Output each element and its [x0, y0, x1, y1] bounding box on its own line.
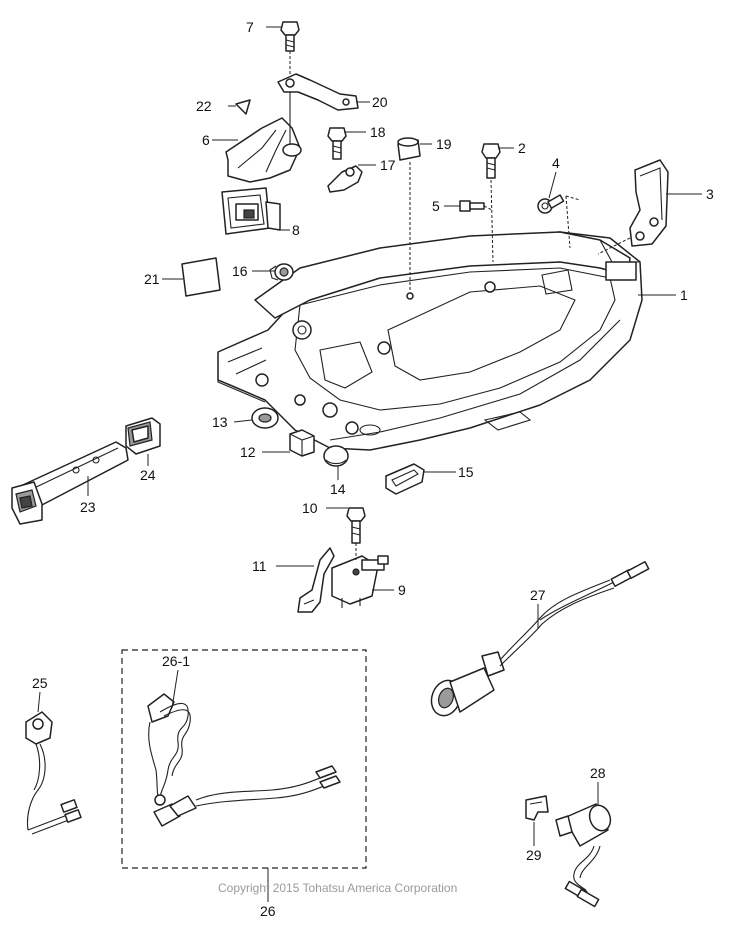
callout-17: 17 [380, 157, 396, 173]
callout-27: 27 [530, 587, 546, 603]
handle-cap-24 [125, 417, 161, 455]
callout-21: 21 [144, 271, 160, 287]
callout-7: 7 [246, 19, 254, 35]
callout-23: 23 [80, 499, 96, 515]
bracket-3 [597, 159, 669, 255]
callout-12: 12 [240, 444, 256, 460]
callout-16: 16 [232, 263, 248, 279]
bracket-arm-20 [277, 73, 359, 144]
callout-14: 14 [330, 481, 346, 497]
kill-switch-25 [25, 711, 82, 835]
callout-15: 15 [458, 464, 474, 480]
callout-26: 26 [260, 903, 276, 919]
lanyard-26-1 [147, 693, 191, 806]
callout-11: 11 [252, 558, 267, 574]
callout-5: 5 [432, 198, 440, 214]
callout-8: 8 [292, 222, 300, 238]
callout-29: 29 [526, 847, 542, 863]
callout-2: 2 [518, 140, 526, 156]
callout-28: 28 [590, 765, 606, 781]
bottom-cowl [217, 231, 643, 451]
switch-9 [331, 555, 389, 608]
handle-23 [11, 441, 129, 525]
grommet-16 [269, 263, 294, 281]
seal-15 [385, 463, 425, 495]
grommet-12 [289, 429, 315, 457]
callout-labels: 7 22 20 6 18 19 2 17 4 3 5 8 16 21 1 13 … [32, 19, 714, 919]
wedge-22 [235, 99, 251, 115]
bolt-10 [346, 507, 366, 560]
screw-5 [459, 200, 493, 212]
cap-19 [397, 137, 421, 300]
bolt-18 [327, 127, 347, 160]
cover-6 [225, 117, 302, 183]
plug-14 [323, 445, 349, 467]
grommet-13 [251, 407, 279, 429]
clamp-17 [327, 165, 363, 193]
emergency-switch-28 [555, 803, 612, 908]
clip-29 [525, 795, 549, 821]
callout-9: 9 [398, 582, 406, 598]
callout-3: 3 [706, 186, 714, 202]
callout-4: 4 [552, 155, 560, 171]
callout-18: 18 [370, 124, 386, 140]
callout-20: 20 [372, 94, 388, 110]
stop-switch-27 [430, 561, 650, 717]
copyright-notice: Copyright 2015 Tohatsu America Corporati… [218, 881, 457, 895]
callout-26-1: 26-1 [162, 653, 190, 669]
callout-13: 13 [212, 414, 228, 430]
callout-22: 22 [196, 98, 212, 114]
label-21 [181, 257, 221, 297]
leader-lines [37, 26, 702, 902]
bolt-7 [280, 21, 300, 74]
callout-24: 24 [140, 467, 156, 483]
switch-harness-26 [153, 765, 341, 827]
clip-11 [297, 547, 335, 613]
kit-26-box [121, 649, 367, 869]
callout-25: 25 [32, 675, 48, 691]
callout-19: 19 [436, 136, 452, 152]
callout-10: 10 [302, 500, 318, 516]
bolt-2 [481, 143, 501, 263]
callout-1: 1 [680, 287, 688, 303]
bolt-4 [537, 194, 581, 249]
switch-plate-8 [221, 187, 281, 235]
callout-6: 6 [202, 132, 210, 148]
